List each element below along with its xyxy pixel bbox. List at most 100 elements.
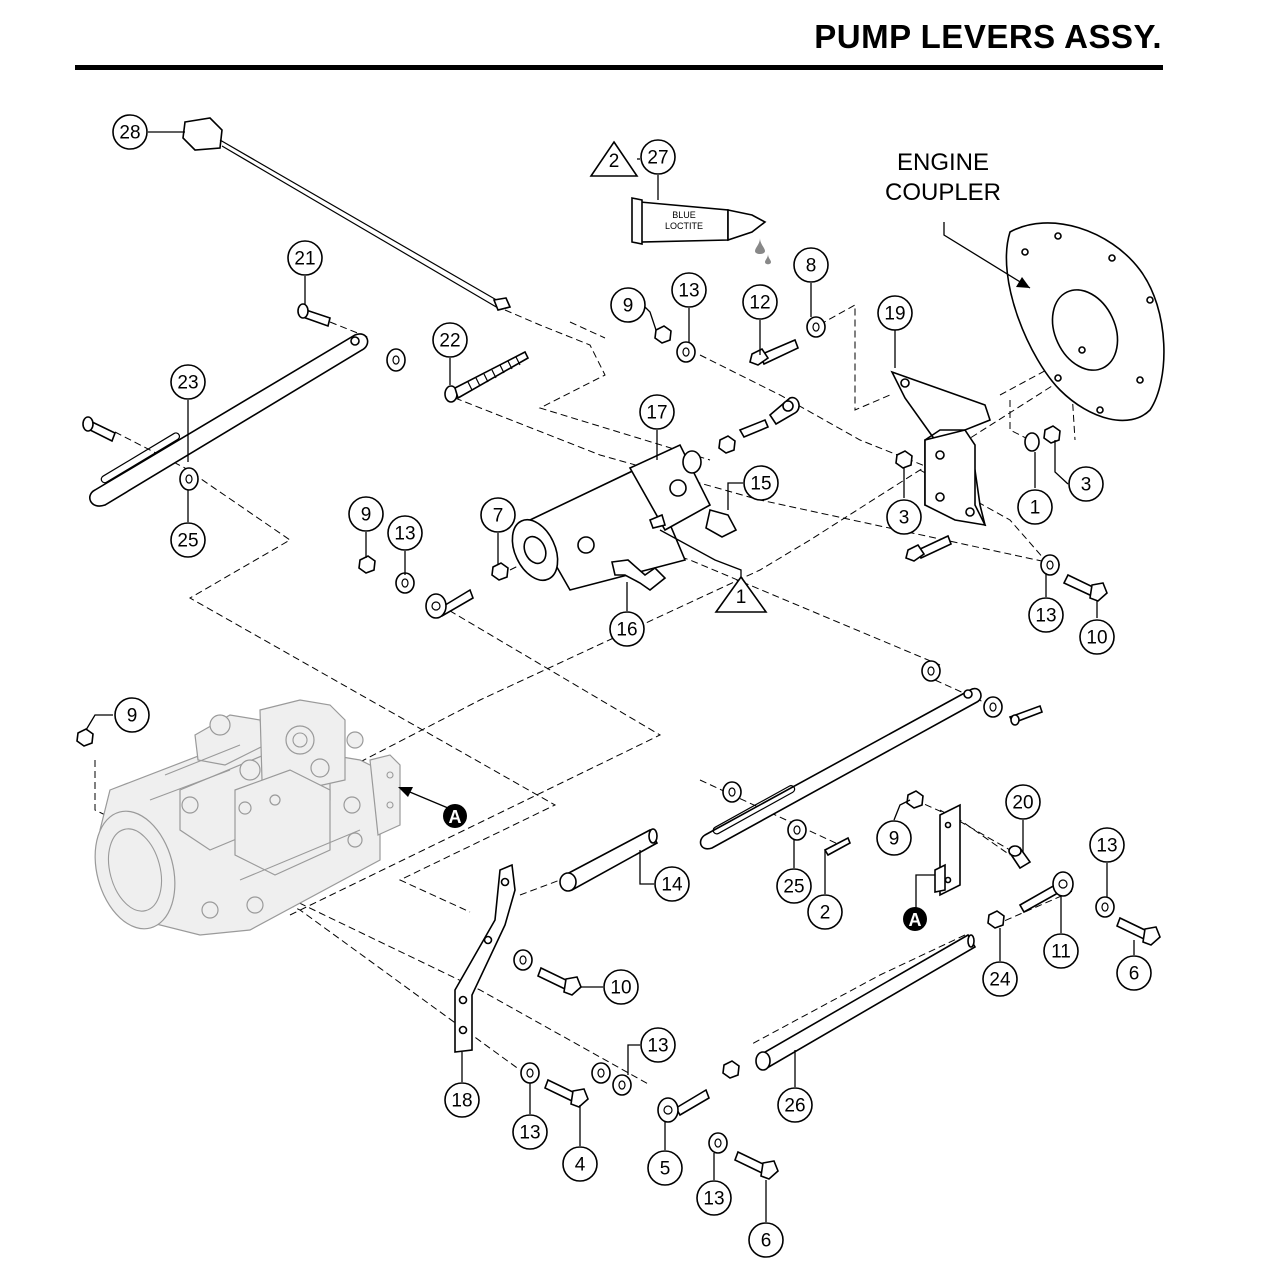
svg-text:13: 13 <box>394 524 415 545</box>
callout-26: 26 <box>777 1087 813 1123</box>
view-a-arrowhead <box>398 787 413 797</box>
svg-text:12: 12 <box>749 293 770 314</box>
svg-text:20: 20 <box>1012 793 1033 814</box>
svg-text:6: 6 <box>761 1231 772 1252</box>
callout-15: 15 <box>743 465 779 501</box>
pump-bracket <box>890 370 991 527</box>
straight-fitting <box>705 509 738 538</box>
cotter-pins <box>823 704 1044 857</box>
svg-text:24: 24 <box>989 970 1011 991</box>
callout-10-right: 10 <box>1079 619 1115 655</box>
callout-8: 8 <box>793 247 829 283</box>
svg-text:17: 17 <box>646 403 667 424</box>
svg-text:3: 3 <box>1081 475 1092 496</box>
callout-13-lower-right: 13 <box>1089 827 1125 863</box>
engine-coupler-label-line2: COUPLER <box>885 179 1001 206</box>
control-cable <box>182 117 512 311</box>
engine-coupler-arrowhead <box>1016 277 1030 288</box>
loctite-label-line2: LOCTITE <box>665 221 703 231</box>
svg-text:7: 7 <box>493 506 504 527</box>
note-triangle-2: 2 <box>589 140 639 177</box>
callout-9-mid: 9 <box>348 496 384 532</box>
callout-6-bottom: 6 <box>748 1222 784 1258</box>
callout-13-bottom-left: 13 <box>512 1114 548 1150</box>
svg-text:23: 23 <box>177 373 198 394</box>
svg-text:19: 19 <box>884 304 905 325</box>
title-rule <box>75 65 1163 70</box>
callout-5: 5 <box>647 1150 683 1186</box>
note-triangle-1-leader <box>659 529 742 577</box>
svg-text:13: 13 <box>1035 606 1056 627</box>
svg-text:15: 15 <box>750 474 771 495</box>
svg-text:1: 1 <box>736 587 747 608</box>
callout-10-lower: 10 <box>603 969 639 1005</box>
mount-bracket-a <box>934 803 961 897</box>
svg-text:3: 3 <box>899 508 910 529</box>
engine-coupler-arrow <box>943 222 1031 289</box>
svg-text:9: 9 <box>361 505 372 526</box>
note-triangle-1: 1 <box>714 575 768 613</box>
callout-3-left: 3 <box>886 499 922 535</box>
svg-text:13: 13 <box>703 1189 724 1210</box>
callout-13-right: 13 <box>1028 597 1064 633</box>
engine-coupler-label-line1: ENGINE <box>897 149 989 176</box>
view-a-marker-right: A <box>903 907 927 931</box>
spacer <box>1008 845 1032 870</box>
callout-2: 2 <box>807 894 843 930</box>
callout-25: 25 <box>170 522 206 558</box>
callout-19: 19 <box>877 295 913 331</box>
callout-9: 9 <box>610 287 646 323</box>
shaft-tube <box>755 933 977 1071</box>
elbow-fitting <box>611 559 667 591</box>
callout-13: 13 <box>671 272 707 308</box>
loctite-label-line1: BLUE <box>672 210 696 220</box>
spacer-tube <box>559 828 659 892</box>
center-lever <box>699 687 982 850</box>
callout-leaders <box>85 131 1135 1222</box>
pump-arm <box>454 863 516 1053</box>
svg-text:1: 1 <box>1030 498 1041 519</box>
svg-text:18: 18 <box>451 1091 472 1112</box>
callout-13-bottom: 13 <box>696 1180 732 1216</box>
svg-text:13: 13 <box>647 1036 668 1057</box>
bolts <box>536 338 1161 1180</box>
rod-ends <box>425 396 1074 1123</box>
view-a-arrow <box>404 789 449 809</box>
svg-text:11: 11 <box>1051 942 1071 963</box>
svg-text:26: 26 <box>784 1096 805 1117</box>
clevis-pin-left <box>82 416 117 443</box>
svg-text:9: 9 <box>623 296 634 317</box>
callout-23: 23 <box>170 364 206 400</box>
svg-text:28: 28 <box>119 123 140 144</box>
svg-text:13: 13 <box>519 1123 540 1144</box>
callout-7: 7 <box>480 497 516 533</box>
svg-text:4: 4 <box>575 1155 586 1176</box>
svg-text:A: A <box>449 807 462 827</box>
callout-4: 4 <box>562 1146 598 1182</box>
callout-6-right: 6 <box>1116 955 1152 991</box>
callout-13-bottom-mid: 13 <box>640 1027 676 1063</box>
callout-3-right: 3 <box>1068 466 1104 502</box>
svg-text:16: 16 <box>616 620 637 641</box>
callout-11: 11 <box>1043 933 1079 969</box>
svg-text:13: 13 <box>678 281 699 302</box>
svg-text:10: 10 <box>610 978 631 999</box>
page-title: PUMP LEVERS ASSY. <box>814 18 1162 55</box>
svg-text:A: A <box>909 910 922 930</box>
svg-text:13: 13 <box>1096 836 1117 857</box>
threaded-rod <box>444 350 530 403</box>
callout-9-lower: 9 <box>876 820 912 856</box>
nuts <box>76 325 1061 1079</box>
svg-text:25: 25 <box>177 531 198 552</box>
lock-washer <box>1024 432 1040 452</box>
svg-text:14: 14 <box>661 875 683 896</box>
svg-text:8: 8 <box>806 256 817 277</box>
callout-1: 1 <box>1017 489 1053 525</box>
upper-left-lever <box>89 333 369 507</box>
view-a-marker-left: A <box>443 804 467 828</box>
callout-12: 12 <box>742 284 778 320</box>
callout-9-pump: 9 <box>114 697 150 733</box>
svg-text:2: 2 <box>820 903 831 924</box>
callout-17: 17 <box>639 394 675 430</box>
loctite-tube: BLUE LOCTITE <box>631 197 771 265</box>
